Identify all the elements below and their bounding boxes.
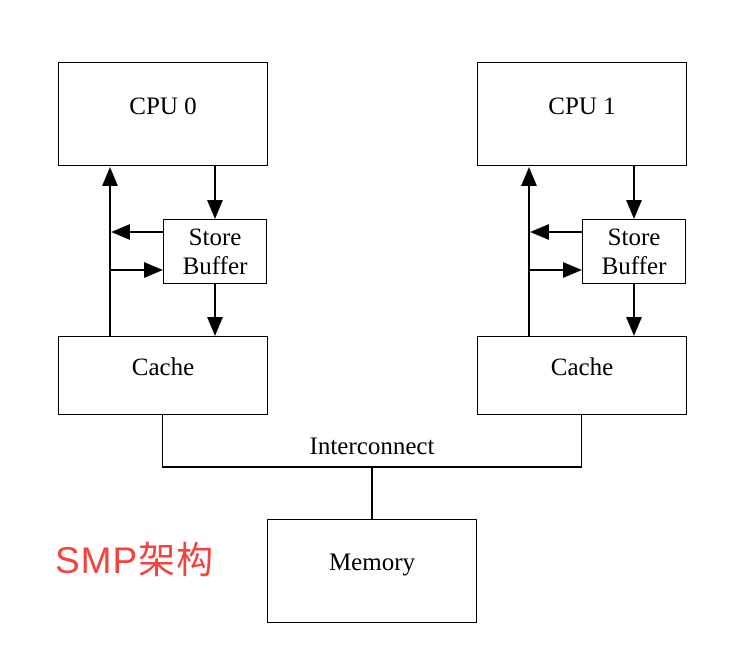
memory-label: Memory: [328, 549, 416, 576]
cache1-to-cpu1-arrowhead-icon: [521, 167, 537, 186]
store-buffer-0-box: Store Buffer: [163, 219, 267, 284]
cache1-to-cpu1-arrow-shaft: [528, 186, 530, 336]
storebuffer0-to-cpu0path-arrow-shaft: [130, 231, 163, 233]
cpu1-to-storebuffer1-arrow-shaft: [633, 166, 635, 200]
store-buffer-1-box: Store Buffer: [582, 219, 686, 284]
storebuffer1-to-cpu1path-arrowhead-icon: [530, 224, 549, 240]
storebuffer1-to-cache1-arrow-shaft: [633, 284, 635, 317]
cpu1path-to-storebuffer1-arrowhead-icon: [563, 262, 582, 278]
cache0-to-cpu0-arrow-shaft: [109, 186, 111, 336]
cache1-label: Cache: [550, 353, 614, 381]
cpu0path-to-storebuffer0-arrowhead-icon: [144, 262, 163, 278]
interconnect-label: Interconnect: [309, 433, 435, 460]
cache1-box: Cache: [477, 336, 687, 415]
cache0-to-interconnect-line: [161, 415, 164, 467]
storebuffer0-to-cache0-arrowhead-icon: [207, 317, 223, 336]
cpu1path-to-storebuffer1-arrow-shaft: [530, 269, 563, 271]
store-buffer-1-label-line2: Buffer: [601, 252, 667, 280]
storebuffer0-to-cpu0path-arrowhead-icon: [111, 224, 130, 240]
cpu0-to-storebuffer0-arrowhead-icon: [207, 200, 223, 219]
interconnect-bus-line: [161, 466, 582, 468]
storebuffer1-to-cpu1path-arrow-shaft: [549, 231, 582, 233]
cache0-label: Cache: [131, 353, 195, 381]
cpu0-to-storebuffer0-arrow-shaft: [214, 166, 216, 200]
interconnect-to-memory-line: [371, 467, 373, 519]
cache1-to-interconnect-line: [580, 415, 583, 467]
cpu0-label: CPU 0: [129, 93, 197, 120]
cpu1-to-storebuffer1-arrowhead-icon: [626, 200, 642, 219]
memory-box: Memory: [267, 519, 477, 623]
store-buffer-0-label-line1: Store: [188, 223, 242, 251]
cache0-box: Cache: [58, 336, 268, 415]
cpu0-box: CPU 0: [58, 62, 268, 166]
storebuffer0-to-cache0-arrow-shaft: [214, 284, 216, 317]
cpu0path-to-storebuffer0-arrow-shaft: [111, 269, 144, 271]
store-buffer-1-label-line1: Store: [607, 223, 661, 251]
storebuffer1-to-cache1-arrowhead-icon: [626, 317, 642, 336]
store-buffer-0-label-line2: Buffer: [182, 252, 248, 280]
cache0-to-cpu0-arrowhead-icon: [102, 167, 118, 186]
cpu1-box: CPU 1: [477, 62, 687, 166]
smp-architecture-annotation: SMP架构: [55, 540, 215, 581]
cpu1-label: CPU 1: [548, 93, 616, 120]
